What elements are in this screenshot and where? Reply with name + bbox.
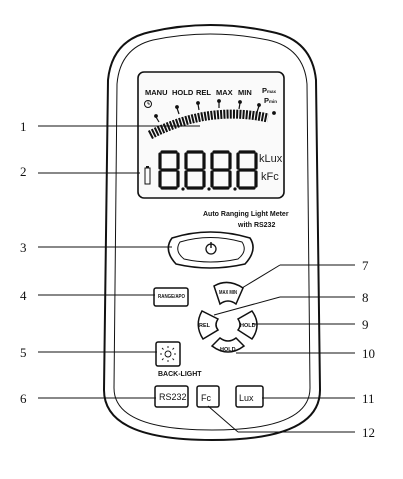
callout-2: 2: [20, 164, 27, 179]
hold-bottom-button[interactable]: [210, 337, 246, 353]
power-button[interactable]: [167, 231, 254, 269]
max-min-button[interactable]: [213, 281, 244, 306]
unit-kfc: kFc: [261, 171, 279, 183]
lcd-label-pmax: Pmax: [262, 86, 277, 95]
clock-icon: [144, 100, 152, 108]
rel-button[interactable]: [197, 310, 220, 341]
lcd-label-min: MIN: [238, 88, 252, 97]
backlight-icon: [160, 346, 176, 362]
backlight-button[interactable]: [155, 341, 181, 367]
callout-8: 8: [362, 290, 369, 305]
callout-9: 9: [362, 317, 369, 332]
bargraph-scale: [147, 99, 276, 139]
digit-3: [210, 150, 232, 190]
callout-7: 7: [362, 258, 369, 273]
battery-icon: [144, 166, 151, 185]
hold-right-button[interactable]: [236, 310, 258, 341]
rel-label: REL: [199, 323, 211, 329]
device-caption-line1: Auto Ranging Light Meter: [203, 211, 289, 218]
lux-button[interactable]: [235, 385, 264, 408]
unit-klux: kLux: [259, 153, 283, 165]
backlight-label: BACK-LIGHT: [158, 371, 202, 378]
lcd-label-pmin: Pmin: [264, 96, 277, 105]
callout-10: 10: [362, 346, 375, 361]
lcd-label-max: MAX: [216, 88, 233, 97]
callout-12: 12: [362, 425, 375, 440]
lcd-label-hold: HOLD: [172, 88, 194, 97]
digit-1: [158, 150, 180, 190]
rs232-button[interactable]: [154, 385, 189, 408]
callout-1: 1: [20, 119, 27, 134]
device-caption-line2: with RS232: [237, 222, 275, 229]
digit-4: [236, 150, 258, 190]
callout-6: 6: [20, 391, 27, 406]
max-min-label: MAX MIN: [219, 290, 237, 296]
lcd-digits: [158, 150, 258, 191]
leader-lines: [38, 125, 355, 433]
digit-2: [184, 150, 206, 190]
lcd-label-rel: REL: [196, 88, 211, 97]
callout-3: 3: [20, 240, 27, 255]
lcd-label-manu: MANU: [145, 88, 168, 97]
lcd-screen: [137, 71, 285, 199]
range-apo-button[interactable]: [153, 287, 189, 307]
fc-button[interactable]: [196, 385, 220, 408]
power-icon: [205, 242, 217, 255]
device-inner-edge: [113, 33, 311, 431]
range-apo-label: RANGE/APO: [158, 294, 186, 300]
rs232-label: RS232: [159, 392, 187, 402]
lux-label: Lux: [239, 393, 254, 403]
callout-11: 11: [362, 391, 375, 406]
callout-5: 5: [20, 345, 27, 360]
hold-right-label: HOLD: [240, 323, 256, 329]
fc-label: Fc: [201, 393, 211, 403]
hold-bottom-label: HOLD: [220, 347, 236, 353]
callout-4: 4: [20, 288, 27, 303]
